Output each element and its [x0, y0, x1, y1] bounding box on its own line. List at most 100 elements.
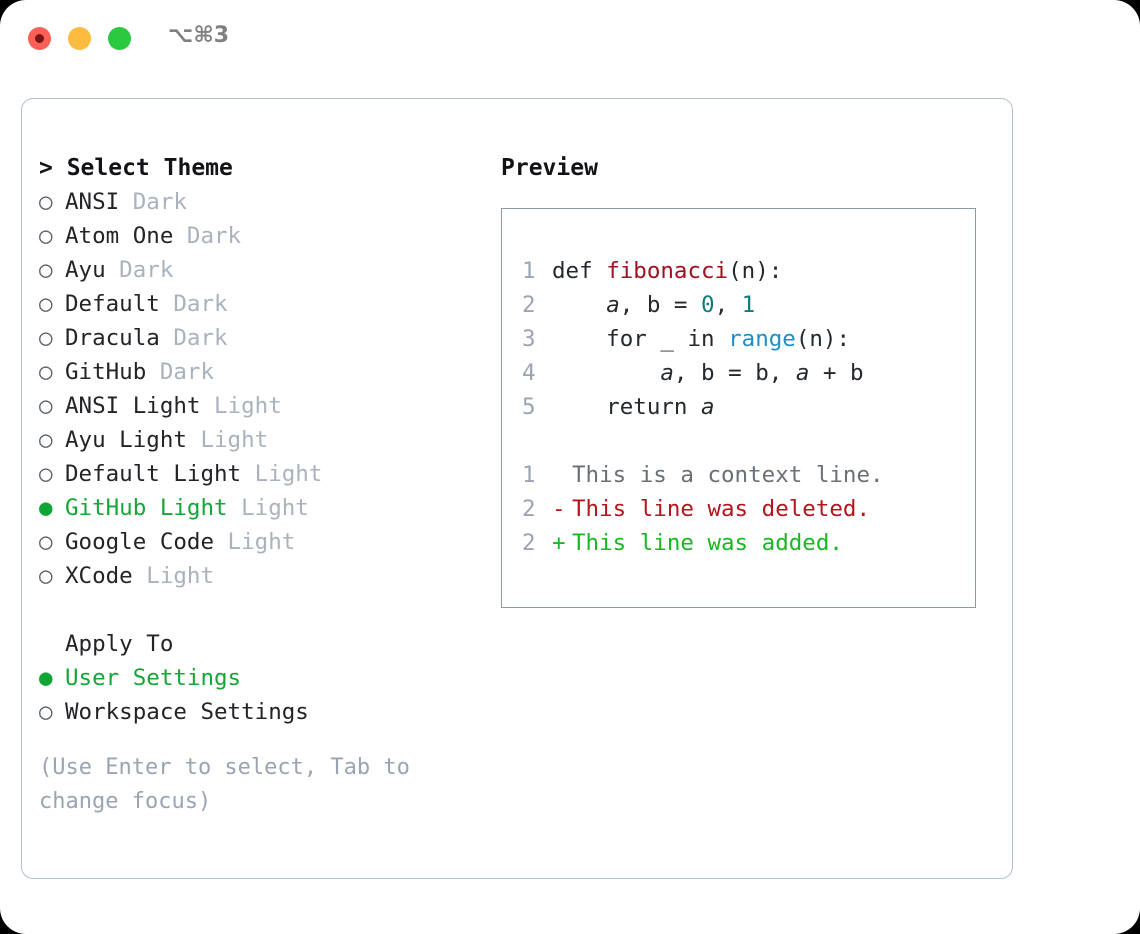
theme-option-label: Google Code	[65, 529, 215, 555]
diff-text: This is a context line.	[572, 462, 884, 488]
theme-option-dracula[interactable]: ○ Dracula Dark	[39, 321, 469, 355]
diff-line-deleted: 2-This line was deleted.	[522, 492, 975, 526]
theme-option-ayu-light[interactable]: ○Ayu Light Light	[39, 423, 469, 457]
radio-unselected-icon: ○	[39, 529, 53, 555]
line-number: 2	[522, 530, 536, 556]
theme-variant-label: Light	[227, 495, 309, 521]
line-number: 5	[522, 394, 536, 420]
title-bar: ⌥⌘3	[0, 0, 1140, 78]
code-token-plain: , b = b,	[673, 360, 796, 386]
theme-option-label: Default Light	[65, 461, 242, 487]
diff-marker: +	[552, 530, 566, 556]
theme-variant-label: Dark	[119, 189, 187, 215]
apply-to-option-label: Workspace Settings	[65, 699, 309, 725]
code-token-fn: fibonacci	[606, 258, 729, 284]
theme-option-label: ANSI	[65, 189, 120, 215]
code-token-plain: + b	[809, 360, 864, 386]
theme-list[interactable]: ○ANSI Dark○Atom One Dark○Ayu Dark○Defaul…	[39, 185, 469, 593]
theme-variant-label: Dark	[159, 325, 228, 351]
diff-sample: 1 This is a context line.2-This line was…	[522, 458, 975, 560]
code-token-plain	[552, 360, 660, 386]
radio-selected-icon: ●	[39, 495, 53, 521]
code-token-num: 1	[741, 292, 756, 318]
theme-option-ansi[interactable]: ○ ANSI Dark	[39, 185, 469, 219]
diff-line-context: 1 This is a context line.	[522, 458, 975, 492]
theme-variant-label: Light	[186, 427, 269, 453]
theme-variant-label: Dark	[105, 257, 174, 283]
radio-unselected-icon: ○	[39, 325, 53, 351]
theme-option-label: Ayu	[65, 257, 106, 283]
code-token-plain: , b =	[619, 292, 702, 318]
theme-variant-label: Dark	[173, 223, 242, 249]
theme-option-default[interactable]: ○Default Dark	[39, 287, 469, 321]
apply-to-list[interactable]: ●User Settings ○ Workspace Settings	[39, 661, 469, 729]
line-number: 1	[522, 462, 536, 488]
code-token-var: a	[606, 292, 620, 318]
theme-option-github-light[interactable]: ●GitHub Light Light	[39, 491, 469, 525]
theme-option-label: Default	[65, 291, 160, 317]
code-line: 5 return a	[522, 390, 975, 424]
line-number: 1	[522, 258, 536, 284]
line-number: 2	[522, 496, 536, 522]
radio-unselected-icon: ○	[39, 699, 53, 725]
theme-variant-label: Light	[241, 461, 323, 487]
theme-variant-label: Light	[214, 529, 296, 555]
theme-variant-label: Light	[132, 563, 215, 589]
theme-variant-label: Dark	[146, 359, 215, 385]
radio-unselected-icon: ○	[39, 393, 53, 419]
code-line: 3 for _ in range(n):	[522, 322, 975, 356]
diff-marker	[552, 458, 572, 492]
code-token-plain: for _ in	[552, 326, 729, 352]
code-line: 2 a, b = 0, 1	[522, 288, 975, 322]
theme-variant-label: Light	[200, 393, 282, 419]
code-token-plain: ,	[714, 292, 742, 318]
minimize-window-button[interactable]	[68, 27, 91, 50]
radio-unselected-icon: ○	[39, 223, 53, 249]
code-token-var: a	[795, 360, 810, 386]
apply-to-label: Apply To	[65, 631, 174, 657]
diff-line-added: 2 +This line was added.	[522, 526, 975, 560]
theme-option-label: Dracula	[65, 325, 160, 351]
code-token-plain: return	[552, 394, 702, 420]
preview-title: Preview	[501, 155, 598, 181]
theme-option-ansi-light[interactable]: ○ANSI Light Light	[39, 389, 469, 423]
theme-picker-column: > Select Theme ○ANSI Dark○Atom One Dark○…	[39, 151, 469, 819]
line-number: 4	[522, 360, 536, 386]
code-token-var: a	[660, 360, 674, 386]
theme-option-google-code[interactable]: ○ Google Code Light	[39, 525, 469, 559]
code-token-plain: (n):	[795, 326, 851, 352]
radio-unselected-icon: ○	[39, 189, 53, 215]
close-window-button[interactable]	[28, 27, 51, 50]
maximize-window-button[interactable]	[108, 27, 131, 50]
code-token-plain	[552, 292, 606, 318]
radio-unselected-icon: ○	[39, 427, 53, 453]
apply-to-option-workspace-settings[interactable]: ○ Workspace Settings	[39, 695, 469, 729]
line-number: 2	[522, 292, 536, 318]
theme-option-github[interactable]: ○ GitHub Dark	[39, 355, 469, 389]
main-panel: > Select Theme ○ANSI Dark○Atom One Dark○…	[21, 98, 1013, 879]
code-token-builtin: range	[728, 326, 796, 352]
diff-marker: -	[552, 496, 566, 522]
code-line: 1 def fibonacci(n):	[522, 254, 975, 288]
select-theme-heading: > Select Theme	[39, 155, 233, 181]
apply-to-option-label: User Settings	[65, 665, 242, 691]
apply-to-option-user-settings[interactable]: ●User Settings	[39, 661, 469, 695]
theme-option-xcode[interactable]: ○XCode Light	[39, 559, 469, 593]
code-token-plain: (n):	[728, 258, 783, 284]
code-token-plain: def	[552, 258, 607, 284]
radio-unselected-icon: ○	[39, 461, 53, 487]
theme-option-atom-one[interactable]: ○Atom One Dark	[39, 219, 469, 253]
radio-unselected-icon: ○	[39, 291, 53, 317]
theme-option-label: GitHub	[65, 359, 147, 385]
radio-unselected-icon: ○	[39, 359, 53, 385]
theme-option-default-light[interactable]: ○ Default Light Light	[39, 457, 469, 491]
theme-option-ayu[interactable]: ○Ayu Dark	[39, 253, 469, 287]
keyboard-hint-text: (Use Enter to select, Tab to change focu…	[39, 755, 410, 814]
diff-text: This line was deleted.	[572, 496, 871, 522]
section-spacer	[39, 593, 469, 627]
radio-unselected-icon: ○	[39, 563, 53, 589]
diff-text: This line was added.	[572, 530, 843, 556]
